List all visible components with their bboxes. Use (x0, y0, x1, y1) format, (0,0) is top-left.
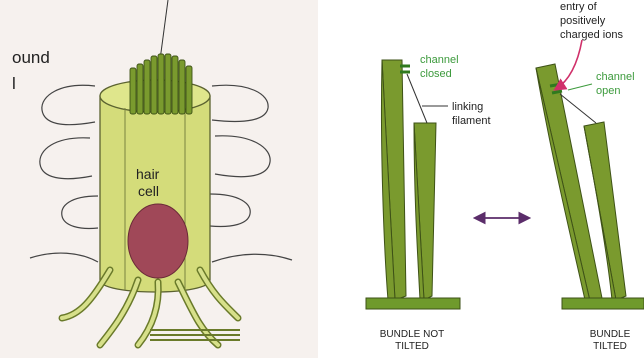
channel-closed-label-line1: channel (420, 54, 459, 66)
caption-not-tilted-line1: BUNDLE NOT (380, 329, 444, 340)
hair-cell-label-line2: cell (138, 183, 159, 199)
nucleus (128, 204, 188, 278)
base-block (366, 298, 460, 309)
linking-filament-label-line2: filament (452, 115, 491, 127)
ions-label-line3: charged ions (560, 29, 623, 41)
channel-open-label-line1: channel (596, 71, 635, 83)
ions-label-line1: entry of (560, 1, 598, 13)
cut-label-line1: ound (12, 48, 50, 67)
caption-not-tilted-line2: TILTED (395, 341, 429, 352)
ions-label-line2: positively (560, 15, 606, 27)
caption-tilted-line1: BUNDLE (590, 329, 631, 340)
channel-closed-label-line2: closed (420, 68, 452, 80)
linking-filament-label-line1: linking (452, 101, 483, 113)
channel-open-label-line2: open (596, 85, 620, 97)
left-panel: ound l hair cell (0, 0, 318, 358)
tilted-base-block (562, 298, 644, 309)
caption-tilted-line2: TILTED (593, 341, 627, 352)
right-panel: channel closed linking filament BUNDLE N… (318, 0, 644, 358)
hair-cell-label-line1: hair (136, 166, 160, 182)
cut-label-line2: l (12, 74, 16, 93)
